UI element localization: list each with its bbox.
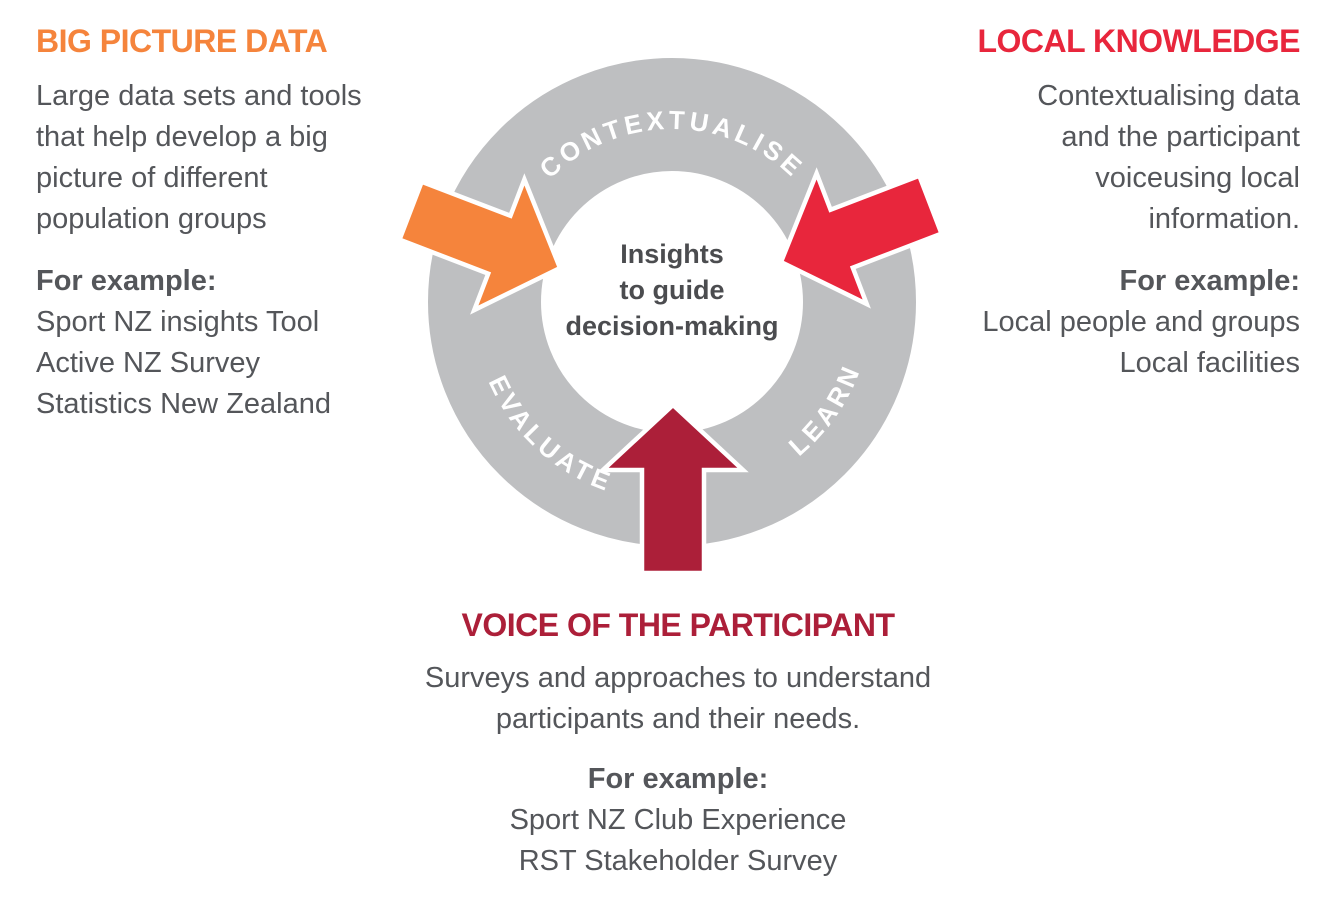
- voice-of-participant-title: VOICE OF THE PARTICIPANT: [461, 607, 895, 643]
- description-line: participants and their needs.: [495, 703, 861, 735]
- for-example-label: For example:: [587, 763, 769, 795]
- local-knowledge-title: LOCAL KNOWLEDGE: [977, 23, 1300, 59]
- example-item: Local facilities: [1119, 347, 1300, 379]
- for-example-label: For example:: [36, 265, 217, 297]
- description-line: picture of different: [36, 162, 268, 194]
- big-picture-data-arrow-icon: [396, 173, 563, 315]
- description-line: that help develop a big: [36, 121, 328, 153]
- for-example-label: For example:: [1119, 265, 1301, 297]
- section-big-picture-data: BIG PICTURE DATA Large data sets and too…: [36, 22, 436, 425]
- diagram-center-text: Insights to guide decision-making: [472, 236, 872, 344]
- description-line: Contextualising data: [1037, 80, 1300, 112]
- example-item: Sport NZ Club Experience: [509, 804, 847, 836]
- description-line: Surveys and approaches to understand: [424, 662, 932, 694]
- example-item: RST Stakeholder Survey: [518, 845, 838, 877]
- big-picture-data-title: BIG PICTURE DATA: [36, 23, 328, 59]
- example-item: Statistics New Zealand: [36, 388, 331, 420]
- example-item: Active NZ Survey: [36, 347, 260, 379]
- section-voice-of-participant: VOICE OF THE PARTICIPANT Surveys and app…: [338, 606, 1018, 882]
- local-knowledge-arrow-icon: [778, 167, 945, 309]
- center-line: decision-making: [565, 311, 779, 341]
- example-item: Sport NZ insights Tool: [36, 306, 320, 338]
- description-line: voiceusing local: [1095, 162, 1300, 194]
- center-line: to guide: [619, 275, 725, 305]
- section-local-knowledge: LOCAL KNOWLEDGE Contextualising data and…: [880, 22, 1300, 384]
- description-line: and the participant: [1061, 121, 1300, 153]
- voice-of-participant-arrow-icon: [597, 401, 749, 576]
- center-line: Insights: [620, 239, 724, 269]
- example-item: Local people and groups: [982, 306, 1300, 338]
- description-line: Large data sets and tools: [36, 80, 362, 112]
- description-line: information.: [1148, 203, 1300, 235]
- description-line: population groups: [36, 203, 267, 235]
